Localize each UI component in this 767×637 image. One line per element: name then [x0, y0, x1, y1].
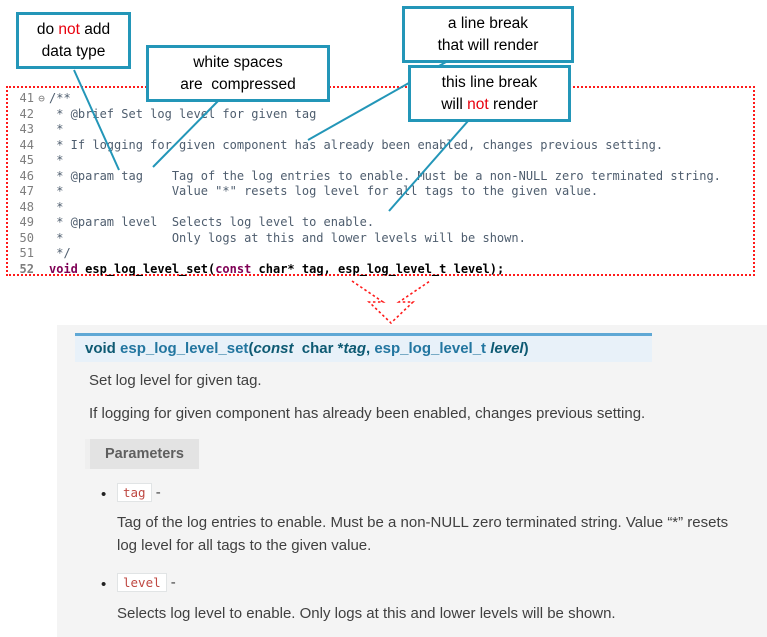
param-description: Tag of the log entries to enable. Must b… [117, 514, 729, 555]
callout-text: a line break [447, 15, 529, 32]
sig-arg-tag: tag [343, 340, 366, 357]
line-number: 49 [19, 215, 34, 229]
parameters-header: Parameters [85, 439, 199, 469]
function-signature: void esp_log_level_set(const char *tag, … [75, 333, 652, 362]
code-text: * @param level Selects log level to enab… [49, 215, 375, 229]
code-line: 49 * @param level Selects log level to e… [8, 215, 753, 231]
code-line: 51 */ [8, 246, 753, 262]
sig-type-loglevel: esp_log_level_t [374, 340, 487, 357]
callout-text: do not add [36, 21, 111, 38]
param-name-literal: tag [117, 483, 152, 502]
code-text: * Only logs at this and lower levels wil… [49, 230, 526, 245]
callout-text: white spaces [193, 54, 283, 71]
code-line: 48 * [8, 200, 753, 216]
param-dash: - [151, 484, 161, 501]
sig-keyword-const: const [253, 340, 294, 357]
sig-arg-level: level [486, 340, 524, 357]
line-number: 45 [19, 153, 34, 167]
line-number: 47 [19, 184, 34, 198]
fold-icon [34, 122, 49, 138]
declaration-args: char* tag, esp_log_level_t level); [251, 261, 505, 276]
callout-linebreak-renders: a line break that will render [402, 6, 574, 64]
fold-icon [34, 153, 49, 169]
fold-icon: ⊖ [38, 92, 45, 105]
fold-icon [34, 246, 49, 262]
docs-brief-paragraph: Set log level for given tag. [89, 372, 262, 389]
line-number: 41 [19, 91, 34, 105]
line-number: 51 [19, 246, 34, 260]
sig-comma: , [365, 340, 375, 357]
line-number: 52 [19, 261, 34, 276]
sig-function-name: esp_log_level_set [120, 340, 249, 357]
callout-text: data type [41, 42, 106, 60]
fold-icon [34, 184, 49, 200]
callout-text: this line break [441, 74, 538, 91]
sig-paren: ( [248, 340, 254, 357]
callout-text: are compressed [180, 75, 296, 93]
sig-keyword-void: void [85, 340, 121, 357]
fold-icon [34, 169, 49, 185]
arrow-outline [351, 280, 431, 325]
fold-icon [34, 138, 49, 154]
code-text: * @brief Set log level for given tag [49, 106, 317, 121]
code-line: 47 * Value "*" resets log level for all … [8, 184, 753, 200]
emphasis-not: not [467, 95, 489, 113]
code-line: 50 * Only logs at this and lower levels … [8, 231, 753, 247]
code-line: 42 * @brief Set log level for given tag [8, 107, 753, 123]
param-dash: - [166, 574, 176, 591]
line-number: 50 [19, 230, 34, 245]
code-text: * Value "*" resets log level for all tag… [49, 184, 599, 198]
code-line: 41 ⊖ /** [8, 91, 753, 107]
code-line: 43 * [8, 122, 753, 138]
code-line: 45 * [8, 153, 753, 169]
callout-no-datatype: do not add data type [16, 12, 131, 70]
param-list-item: level - [117, 573, 176, 592]
code-line: 46 * @param tag Tag of the log entries t… [8, 169, 753, 185]
fold-icon [34, 262, 49, 278]
code-text: * [49, 153, 64, 167]
code-editor-snippet: 41 ⊖ /** 42 * @brief Set log level for giv… [6, 86, 755, 276]
callout-linebreak-no-render: this line break will not render [408, 65, 571, 123]
bullet-icon: • [101, 486, 107, 503]
funnel-arrow-icon [351, 280, 431, 325]
function-name: esp_log_level_set( [77, 261, 216, 276]
line-number: 43 [19, 122, 34, 136]
fold-icon [34, 107, 49, 123]
keyword-const: const [215, 261, 252, 276]
fold-icon [34, 231, 49, 247]
line-number: 44 [19, 137, 34, 152]
callout-text: will not render [441, 95, 538, 113]
rendered-docs-panel: void esp_log_level_set(const char *tag, … [57, 325, 767, 637]
emphasis-not: not [58, 21, 80, 38]
callout-whitespace-compressed: white spaces are compressed [146, 45, 330, 103]
fold-icon [34, 215, 49, 231]
param-name-literal: level [117, 573, 167, 592]
code-text: */ [49, 246, 71, 260]
fold-icon [34, 200, 49, 216]
line-number: 42 [19, 106, 34, 121]
code-line-function-declaration: 52 void esp_log_level_set(const char* tag… [8, 262, 753, 278]
callout-text: that will render [437, 36, 539, 54]
line-number: 48 [19, 199, 34, 214]
keyword-void: void [49, 261, 78, 276]
docs-detail-paragraph: If logging for given component has alrea… [89, 405, 646, 422]
code-line: 44 * If logging for given component has … [8, 138, 753, 154]
code-text: /** [49, 91, 71, 105]
code-text: * If logging for given component has alr… [49, 137, 664, 152]
param-description: Selects log level to enable. Only logs a… [117, 605, 616, 622]
line-number: 46 [19, 168, 34, 183]
code-text: * [49, 199, 64, 214]
code-text: * [49, 122, 64, 136]
bullet-icon: • [101, 576, 107, 593]
code-text: * @param tag Tag of the log entries to e… [49, 168, 721, 183]
param-list-item: tag - [117, 483, 161, 502]
sig-type-char: char * [293, 340, 344, 357]
sig-paren: ) [523, 340, 529, 357]
